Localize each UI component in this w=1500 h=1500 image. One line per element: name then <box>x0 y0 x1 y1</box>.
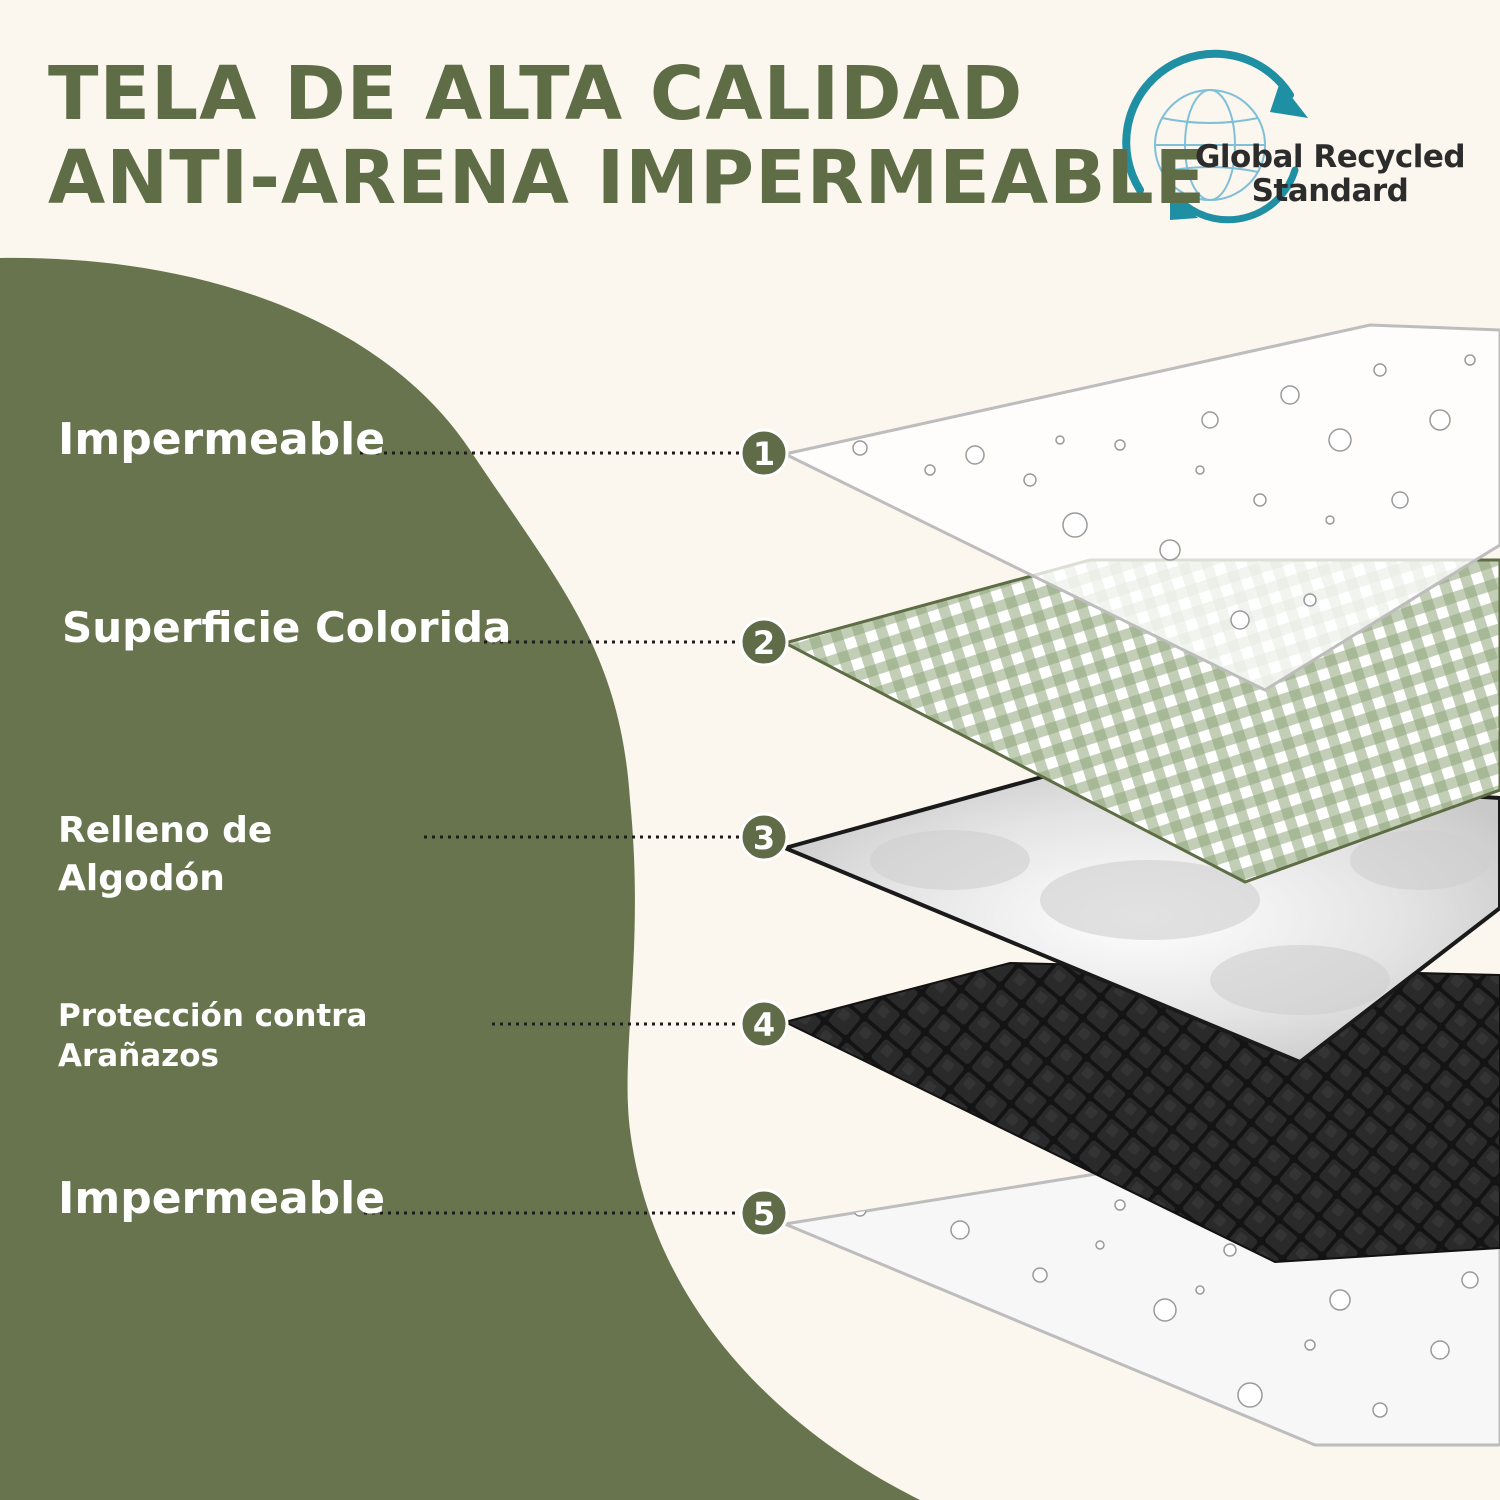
number-badge-1: 1 <box>739 428 789 478</box>
sheet-1-waterproof <box>780 323 1500 692</box>
layer-label-5: Impermeable <box>58 1173 386 1224</box>
svg-text:4: 4 <box>753 1006 775 1044</box>
layer-label-2: Superficie Colorida <box>62 603 512 652</box>
svg-text:3: 3 <box>753 819 775 857</box>
headline: TELA DE ALTA CALIDAD ANTI-ARENA IMPERMEA… <box>48 52 1206 220</box>
number-badge-4: 4 <box>739 999 789 1049</box>
grs-badge-text: Global Recycled Standard <box>1190 140 1470 208</box>
recycled-globe-icon <box>1122 49 1308 224</box>
headline-line-2: ANTI-ARENA IMPERMEABLE <box>48 135 1207 221</box>
svg-text:1: 1 <box>753 435 775 473</box>
badge-line-1: Global Recycled <box>1194 139 1466 175</box>
headline-line-1: TELA DE ALTA CALIDAD <box>48 51 1024 137</box>
svg-text:5: 5 <box>753 1195 775 1233</box>
number-badge-2: 2 <box>739 617 789 667</box>
layer-label-3: Relleno de Algodón <box>58 810 273 899</box>
green-blob <box>0 257 920 1500</box>
layer-label-1: Impermeable <box>58 414 386 465</box>
cotton-texture <box>870 830 1490 1015</box>
number-badge-3: 3 <box>739 812 789 862</box>
water-drops-top <box>852 354 1476 630</box>
number-badge-5: 5 <box>739 1188 789 1238</box>
svg-text:2: 2 <box>753 624 775 662</box>
layer-label-4: Protección contra Arañazos <box>58 998 368 1074</box>
badge-line-2: Standard <box>1251 173 1409 209</box>
